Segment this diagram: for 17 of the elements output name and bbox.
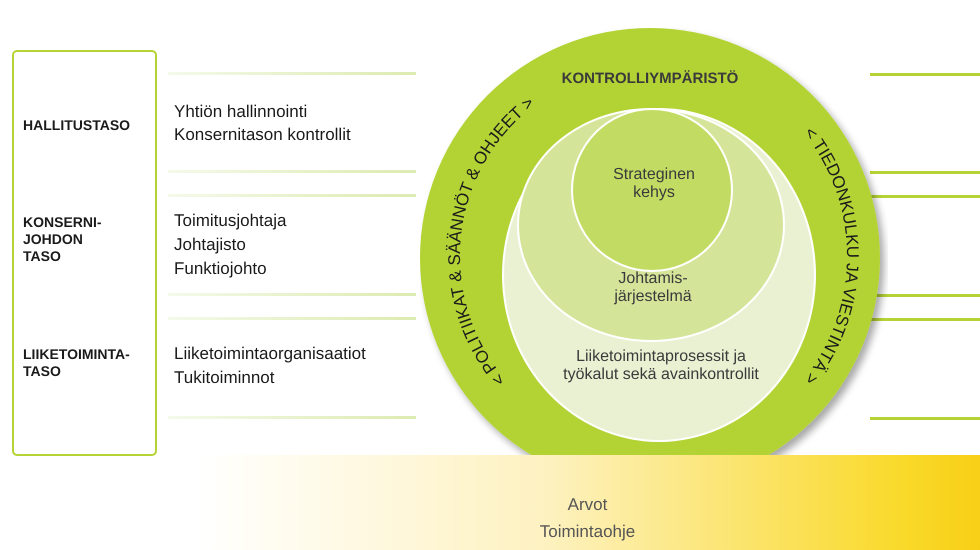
- level-label: LIIKETOIMINTA- TASO: [23, 346, 130, 380]
- text-label: Liiketoimintaprosessit ja työkalut sekä avainkontrollit: [562, 348, 760, 385]
- text-label: Johtamis- järjestelmä: [613, 270, 693, 307]
- level-label: KONSERNI- JOHDON TASO: [23, 214, 102, 264]
- text-label: Konsernitason kontrollit: [174, 125, 351, 146]
- text-label: Strateginen kehys: [612, 166, 696, 203]
- level-panel: [12, 50, 157, 456]
- text-label: Toimitusjohtaja: [174, 211, 286, 232]
- text-label: Funktiojohto: [174, 259, 267, 280]
- level-label: HALLITUSTASO: [23, 117, 130, 134]
- text-label: Johtajisto: [174, 235, 246, 256]
- text-label: Toimintaohje: [538, 522, 636, 542]
- text-label: Arvot: [566, 495, 608, 516]
- text-label: Yhtiön hallinnointi: [174, 102, 308, 122]
- level-label: KONTROLLIYMPÄRISTÖ: [560, 70, 740, 88]
- text-label: Tukitoiminnot: [174, 368, 274, 388]
- text-label: Liiketoimintaorganisaatiot: [174, 344, 366, 364]
